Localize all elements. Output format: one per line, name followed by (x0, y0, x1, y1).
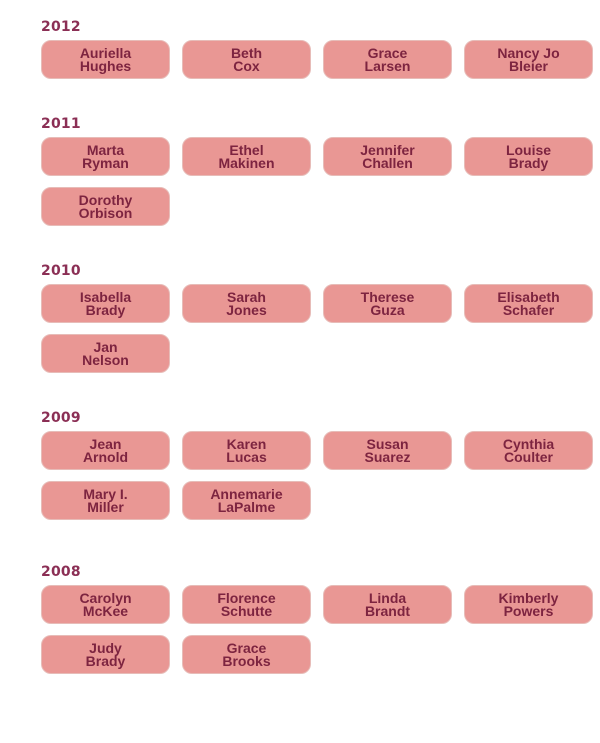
first-name: Karen (226, 435, 267, 452)
last-name: Schutte (220, 602, 273, 619)
first-name: Ethel (229, 141, 264, 158)
first-name: Jan (93, 338, 118, 355)
first-name: Louise (505, 141, 552, 158)
last-name: LaPalme (217, 498, 276, 515)
first-name: Jean (89, 435, 122, 452)
last-name: Brady (85, 301, 126, 318)
first-name: Isabella (79, 288, 132, 305)
last-name: Makinen (218, 154, 275, 171)
first-name: Dorothy (78, 191, 133, 208)
first-name: Auriella (79, 44, 132, 61)
last-name: Hughes (79, 57, 132, 74)
first-name: Beth (230, 44, 263, 61)
first-name: Susan (366, 435, 409, 452)
first-name: Nancy Jo (497, 44, 560, 61)
first-name: Cynthia (502, 435, 555, 452)
first-name: Sarah (227, 288, 266, 305)
first-name: Carolyn (79, 589, 132, 606)
last-name: Suarez (364, 448, 411, 465)
year-heading: 2009 (41, 410, 81, 426)
last-name: Nelson (82, 351, 129, 368)
year-heading: 2010 (41, 263, 81, 279)
year-heading: 2011 (41, 116, 81, 132)
year-heading: 2012 (41, 19, 81, 35)
last-name: Lucas (226, 448, 267, 465)
last-name: Challen (362, 154, 413, 171)
last-name: Coulter (504, 448, 553, 465)
first-name: Mary I. (83, 485, 128, 502)
last-name: McKee (82, 602, 129, 619)
first-name: Marta (86, 141, 125, 158)
last-name: Cox (233, 57, 260, 74)
first-name: Kimberly (498, 589, 559, 606)
last-name: Miller (87, 498, 124, 515)
year-heading: 2008 (41, 564, 81, 580)
name-pill[interactable]: Mary I.Miller (41, 481, 170, 520)
last-name: Arnold (82, 448, 129, 465)
last-name: Schafer (502, 301, 555, 318)
first-name: Judy (89, 639, 122, 656)
first-name: Florence (217, 589, 276, 606)
first-name: Linda (368, 589, 407, 606)
first-name: Grace (367, 44, 408, 61)
last-name: Ryman (82, 154, 129, 171)
first-name: Therese (360, 288, 415, 305)
last-name: Guza (370, 301, 405, 318)
last-name: Powers (503, 602, 554, 619)
last-name: Brady (85, 652, 126, 669)
last-name: Brandt (364, 602, 411, 619)
last-name: Brady (508, 154, 549, 171)
last-name: Bleier (509, 57, 548, 74)
last-name: Brooks (222, 652, 271, 669)
last-name: Jones (226, 301, 267, 318)
last-name: Larsen (364, 57, 411, 74)
first-name: Grace (226, 639, 267, 656)
first-name: Annemarie (210, 485, 283, 502)
last-name: Orbison (78, 204, 133, 221)
first-name: Elisabeth (497, 288, 560, 305)
first-name: Jennifer (360, 141, 415, 158)
